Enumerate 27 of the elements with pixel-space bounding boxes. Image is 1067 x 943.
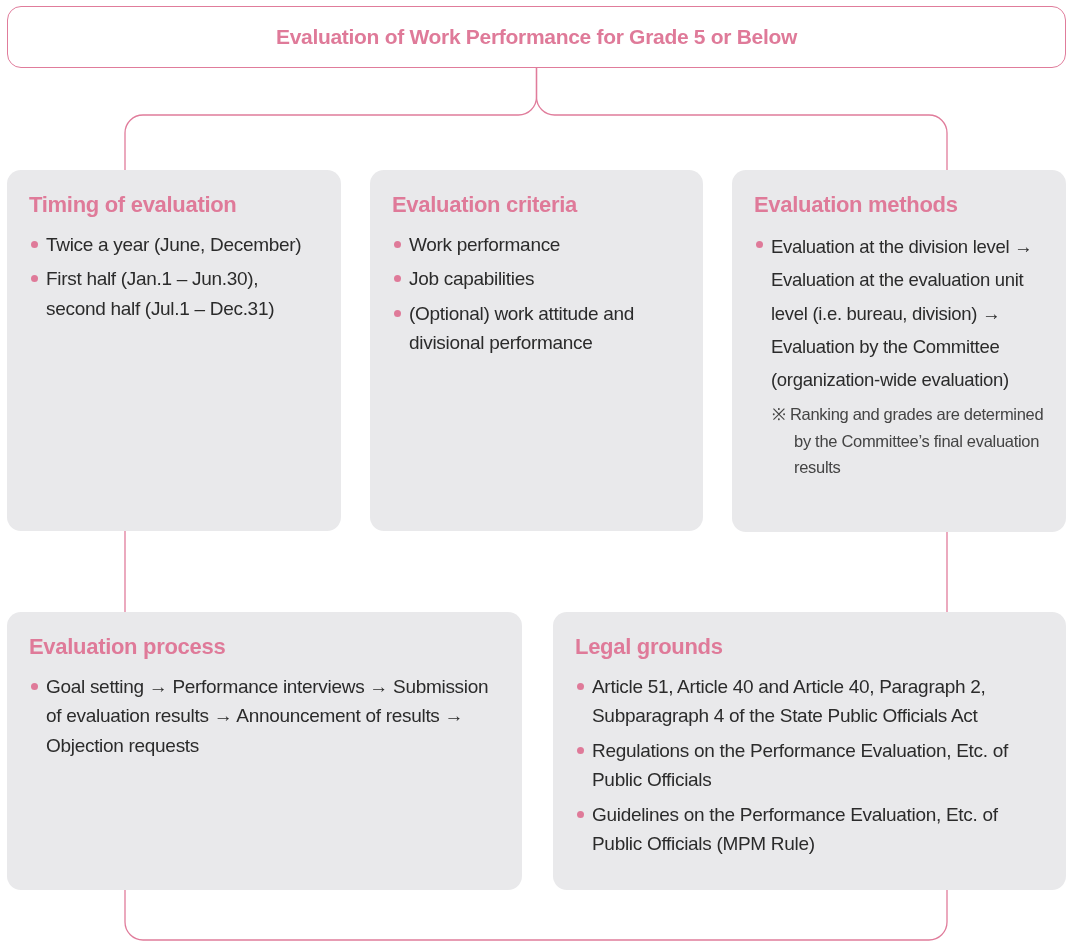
- title-text: Evaluation of Work Performance for Grade 5 or Below: [275, 25, 798, 49]
- info-card: [370, 170, 703, 531]
- bullet-item: Work performance: [392, 230, 681, 260]
- bullet-item: (Optional) work attitude and divisional performance: [392, 298, 681, 358]
- connector-line: [124, 889, 948, 941]
- info-card: [7, 612, 522, 890]
- connector-line: [946, 531, 948, 613]
- bullet-item: First half (Jan.1 – Jun.30), second half (Jul.1 – Dec.31): [29, 264, 319, 324]
- bullet-item: Job capabilities: [392, 264, 681, 294]
- section-heading: Evaluation methods: [754, 192, 959, 218]
- section-heading: Evaluation criteria: [392, 192, 579, 218]
- bullet-item: Twice a year (June, December): [29, 230, 319, 260]
- info-card: [553, 612, 1066, 890]
- bullet-item: Goal setting → Performance interviews → Submission of evaluation results → Announcement of results → Objection requests: [29, 672, 500, 761]
- connector-line: [535, 67, 948, 171]
- bullet-item: Guidelines on the Performance Evaluation, Etc. of Public Officials (MPM Rule): [575, 799, 1044, 859]
- bullet-item: Regulations on the Performance Evaluation, Etc. of Public Officials: [575, 735, 1044, 795]
- info-card: [732, 170, 1066, 532]
- section-heading: Timing of evaluation: [29, 192, 238, 218]
- section-heading: Evaluation process: [29, 634, 227, 660]
- bullet-item: Article 51, Article 40 and Article 40, Paragraph 2, Subparagraph 4 of the State Public Officials Act: [575, 672, 1044, 731]
- note-text: ※ Ranking and grades are determined by the Committee’s final evaluation results: [771, 404, 1044, 479]
- connector-line: [124, 530, 126, 613]
- section-heading: Legal grounds: [575, 634, 724, 660]
- info-card: [7, 170, 341, 531]
- title-box: [7, 6, 1066, 68]
- bullet-item: Evaluation at the division level → Evaluation at the evaluation unit level (i.e. bureau, division) → Evaluation by the Committee (organization-wide evaluation): [754, 230, 1044, 397]
